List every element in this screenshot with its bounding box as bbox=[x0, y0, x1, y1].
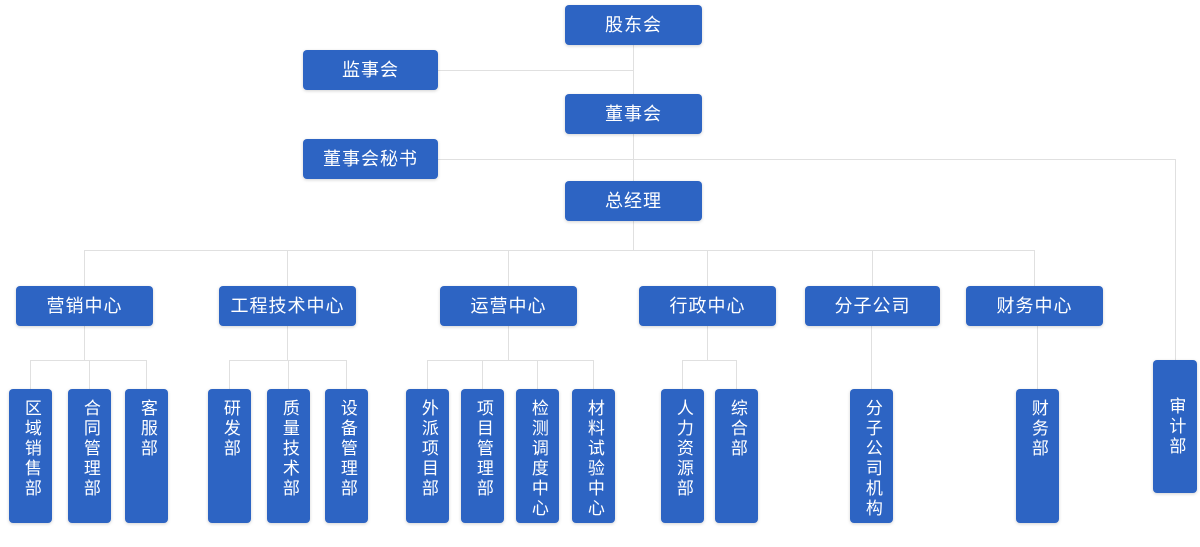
org-node-label: 财务部 bbox=[1028, 399, 1048, 459]
connector-line bbox=[707, 326, 708, 360]
connector-line bbox=[633, 221, 634, 250]
connector-line bbox=[1037, 326, 1038, 389]
org-node-testing-dispatch-center: 检测调度中心 bbox=[516, 389, 559, 523]
connector-line bbox=[30, 360, 147, 361]
connector-line bbox=[682, 360, 683, 389]
connector-line bbox=[537, 360, 538, 389]
connector-line bbox=[508, 326, 509, 360]
org-node-label: 董事会 bbox=[605, 104, 662, 124]
org-node-board-secretary: 董事会秘书 bbox=[303, 139, 438, 179]
org-node-label: 检测调度中心 bbox=[528, 399, 548, 519]
org-node-label: 综合部 bbox=[727, 399, 747, 459]
connector-line bbox=[438, 70, 633, 71]
connector-line bbox=[146, 360, 147, 389]
org-node-label: 财务中心 bbox=[996, 296, 1073, 316]
org-node-regional-sales-dept: 区域销售部 bbox=[9, 389, 52, 523]
org-node-finance-dept: 财务部 bbox=[1016, 389, 1059, 523]
org-node-label: 区域销售部 bbox=[21, 399, 41, 499]
connector-line bbox=[508, 250, 509, 286]
org-node-material-test-center: 材料试验中心 bbox=[572, 389, 615, 523]
org-node-admin-center: 行政中心 bbox=[639, 286, 776, 326]
org-node-label: 行政中心 bbox=[669, 296, 746, 316]
org-node-label: 研发部 bbox=[220, 399, 240, 459]
org-node-label: 人力资源部 bbox=[673, 399, 693, 499]
org-node-label: 设备管理部 bbox=[337, 399, 357, 499]
org-node-label: 项目管理部 bbox=[473, 399, 493, 499]
connector-line bbox=[30, 360, 31, 389]
connector-line bbox=[427, 360, 428, 389]
org-node-quality-tech-dept: 质量技术部 bbox=[267, 389, 310, 523]
org-node-label: 材料试验中心 bbox=[584, 399, 604, 519]
connector-line bbox=[633, 45, 634, 94]
org-node-label: 审计部 bbox=[1166, 396, 1186, 457]
org-node-label: 工程技术中心 bbox=[230, 296, 345, 316]
org-node-contract-mgmt-dept: 合同管理部 bbox=[68, 389, 111, 523]
org-node-engineering-tech-center: 工程技术中心 bbox=[219, 286, 356, 326]
org-node-audit-dept: 审计部 bbox=[1153, 360, 1197, 493]
org-node-subsidiary-org: 分子公司机构 bbox=[850, 389, 893, 523]
connector-line bbox=[346, 360, 347, 389]
connector-line bbox=[736, 360, 737, 389]
org-node-label: 营销中心 bbox=[46, 296, 123, 316]
org-node-marketing-center: 营销中心 bbox=[16, 286, 153, 326]
connector-line bbox=[427, 360, 594, 361]
org-node-general-manager: 总经理 bbox=[565, 181, 702, 221]
org-node-expat-project-dept: 外派项目部 bbox=[406, 389, 449, 523]
connector-line bbox=[84, 250, 85, 286]
org-node-finance-center: 财务中心 bbox=[966, 286, 1103, 326]
connector-line bbox=[229, 360, 230, 389]
org-node-label: 客服部 bbox=[137, 399, 157, 459]
org-node-operations-center: 运营中心 bbox=[440, 286, 577, 326]
org-node-subsidiary-companies: 分子公司 bbox=[805, 286, 940, 326]
org-node-supervisory-board: 监事会 bbox=[303, 50, 438, 90]
org-node-label: 董事会秘书 bbox=[323, 149, 418, 169]
org-node-label: 股东会 bbox=[605, 15, 662, 35]
org-node-label: 分子公司机构 bbox=[862, 399, 882, 519]
org-node-hr-dept: 人力资源部 bbox=[661, 389, 704, 523]
connector-line bbox=[633, 134, 634, 181]
connector-line bbox=[89, 360, 90, 389]
org-node-project-mgmt-dept: 项目管理部 bbox=[461, 389, 504, 523]
connector-line bbox=[1175, 159, 1176, 360]
org-node-equipment-mgmt-dept: 设备管理部 bbox=[325, 389, 368, 523]
connector-line bbox=[287, 326, 288, 360]
org-node-label: 质量技术部 bbox=[279, 399, 299, 499]
connector-line bbox=[871, 326, 872, 389]
connector-line bbox=[287, 250, 288, 286]
org-node-board-of-directors: 董事会 bbox=[565, 94, 702, 134]
org-node-label: 监事会 bbox=[342, 60, 399, 80]
org-node-rd-dept: 研发部 bbox=[208, 389, 251, 523]
org-node-general-affairs-dept: 综合部 bbox=[715, 389, 758, 523]
connector-line bbox=[84, 326, 85, 360]
connector-line bbox=[682, 360, 737, 361]
connector-line bbox=[707, 250, 708, 286]
connector-line bbox=[438, 159, 1175, 160]
org-node-shareholders-meeting: 股东会 bbox=[565, 5, 702, 45]
org-node-label: 总经理 bbox=[605, 191, 662, 211]
org-node-label: 外派项目部 bbox=[418, 399, 438, 499]
org-node-label: 分子公司 bbox=[834, 296, 911, 316]
connector-line bbox=[482, 360, 483, 389]
org-node-customer-service-dept: 客服部 bbox=[125, 389, 168, 523]
connector-line bbox=[84, 250, 1035, 251]
org-node-label: 合同管理部 bbox=[80, 399, 100, 499]
connector-line bbox=[1034, 250, 1035, 286]
org-node-label: 运营中心 bbox=[470, 296, 547, 316]
connector-line bbox=[593, 360, 594, 389]
connector-line bbox=[872, 250, 873, 286]
connector-line bbox=[288, 360, 289, 389]
